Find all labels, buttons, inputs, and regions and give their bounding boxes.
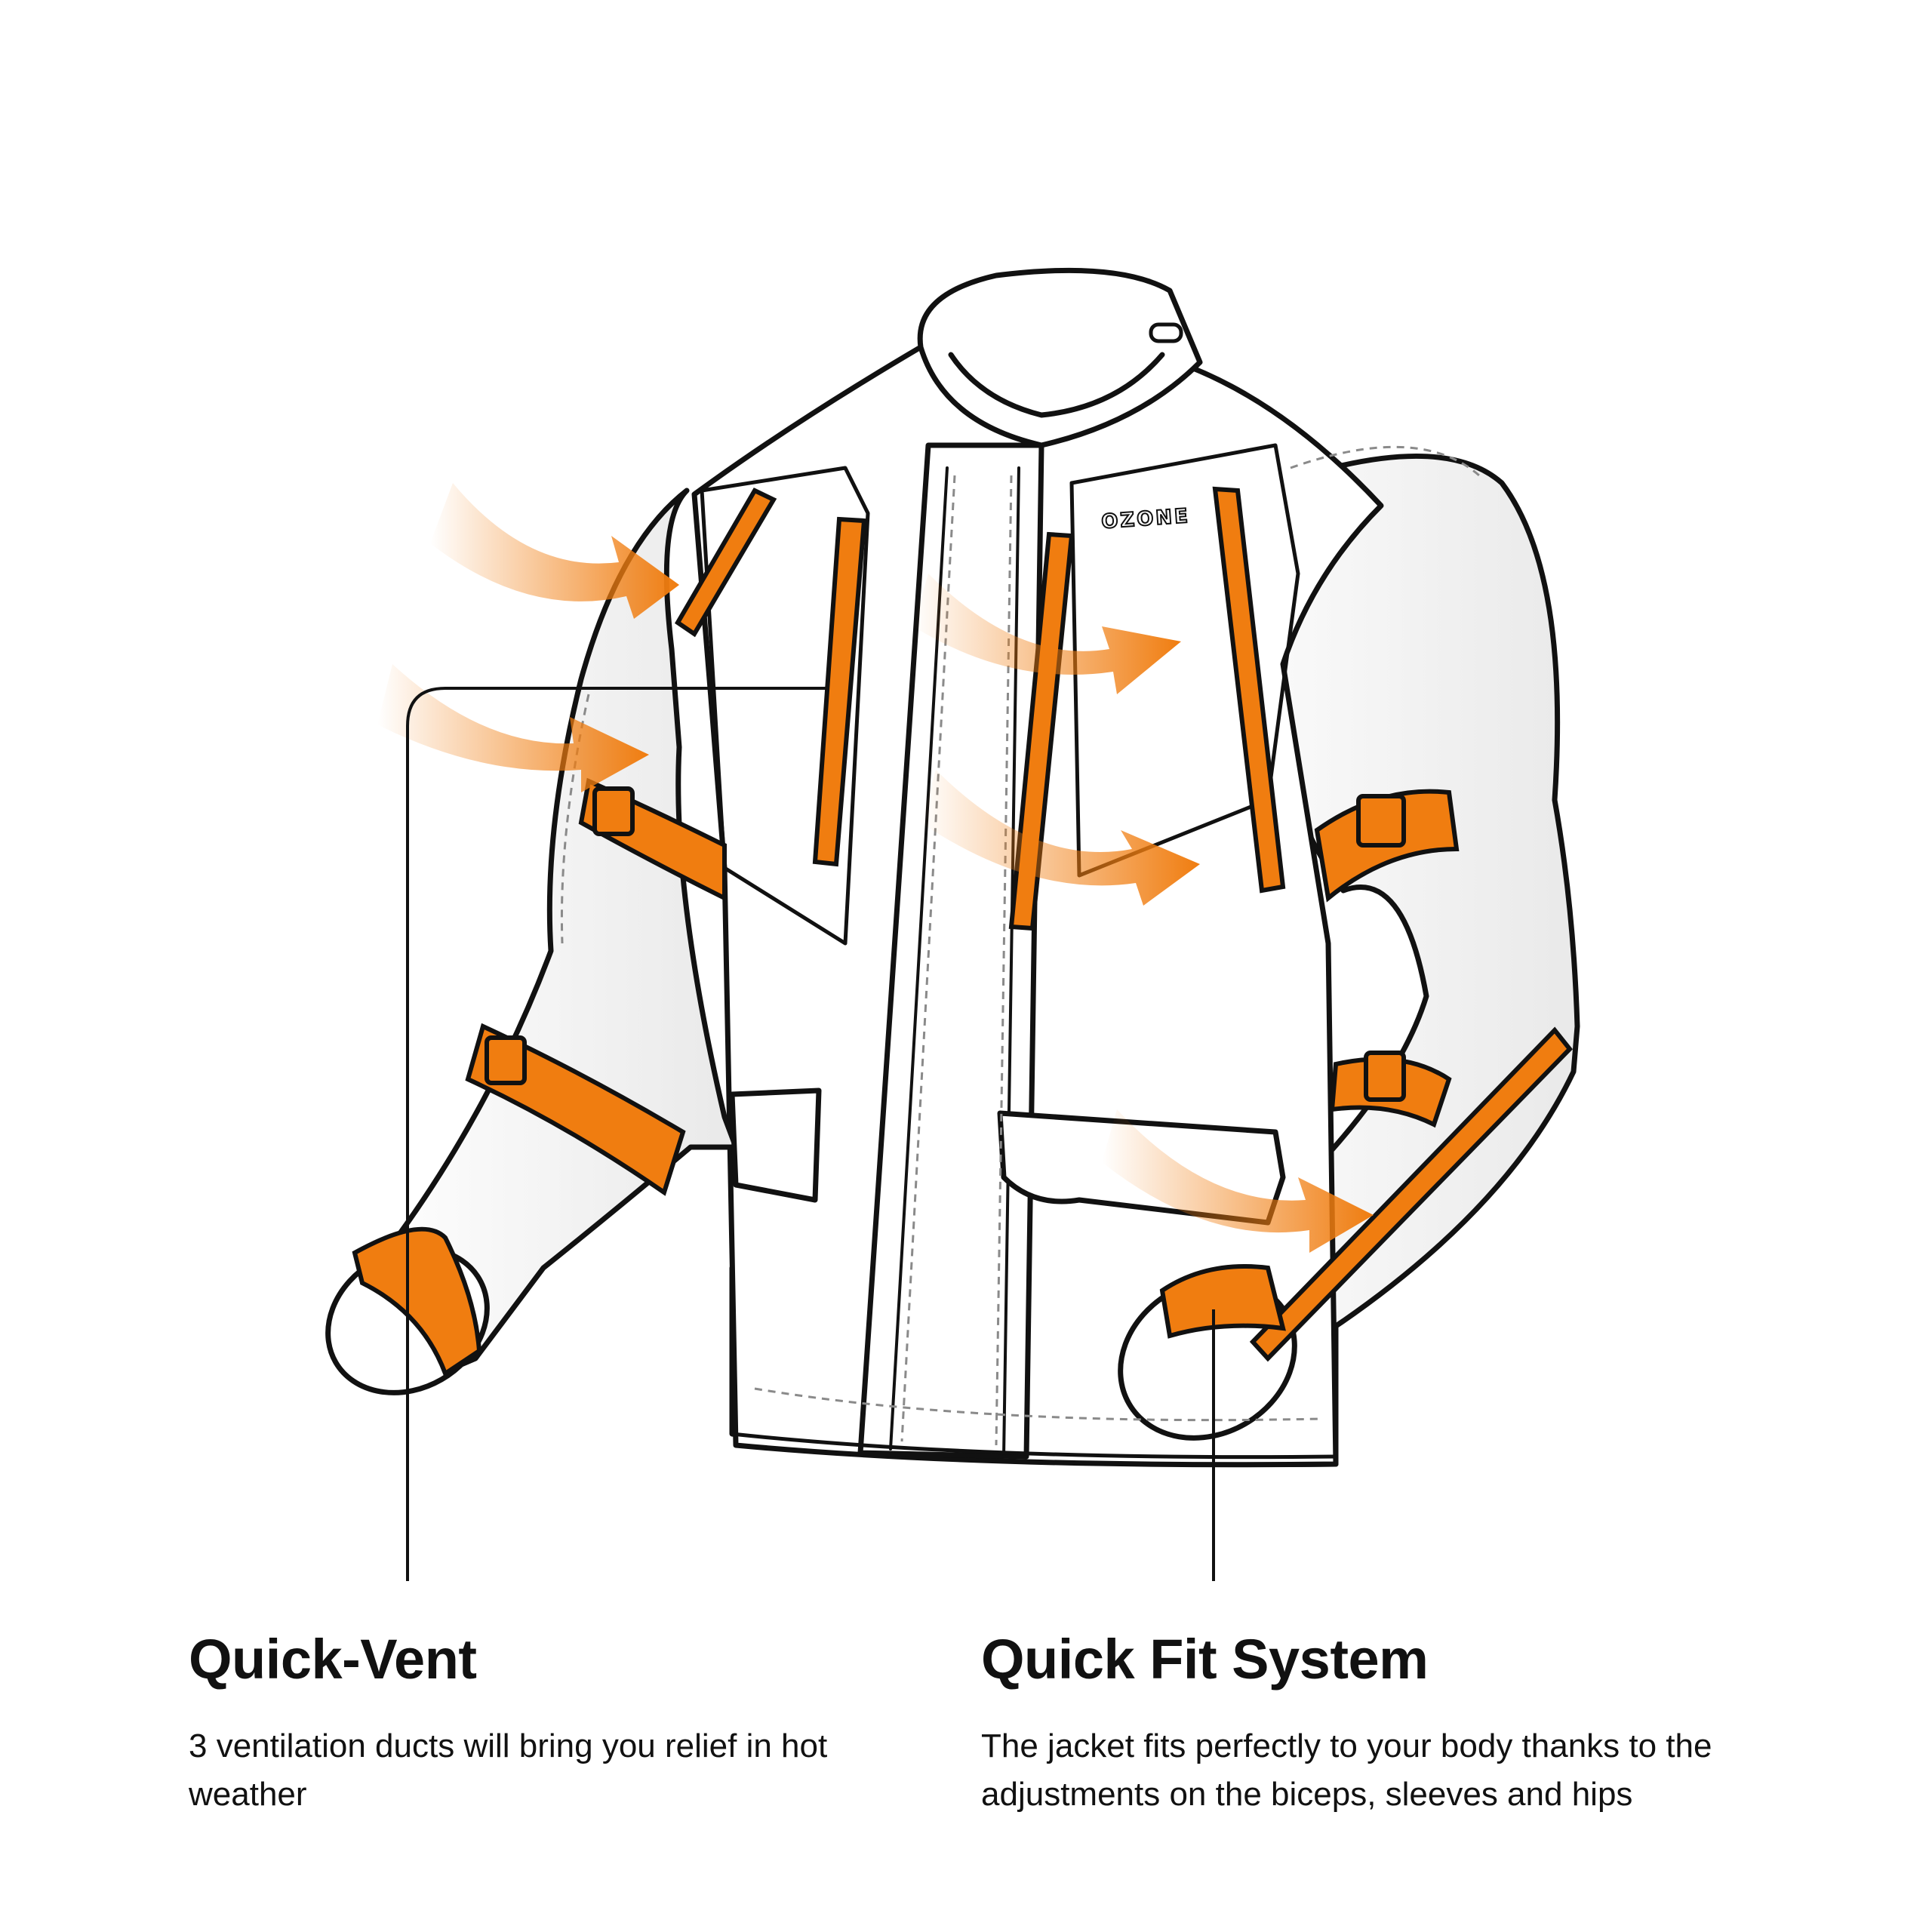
collar-front [948,352,1165,418]
placket-seam [1002,466,1020,1458]
cuff-band-left [352,1226,482,1377]
airflow-arrow [913,574,1181,694]
vent-zipper-2 [812,516,867,867]
feature-description: The jacket fits perfectly to your body t… [981,1727,1712,1814]
chest-yoke-left [700,466,870,946]
airflow-arrows [377,483,1374,1253]
collar-snap [1149,322,1183,343]
fit-straps [352,777,1460,1377]
left-pocket-flap [729,1088,822,1203]
feature-description: 3 ventilation ducts will bring you relie… [189,1727,828,1814]
collar [917,267,1203,448]
strap-buckle [1364,1051,1406,1102]
cuff-band-right [1159,1264,1286,1339]
airflow-arrow [377,664,649,792]
airflow-arrow [430,483,679,619]
jacket-illustration [325,267,1580,1468]
vents [675,486,1573,1362]
callout-line-quick-vent [406,687,826,1581]
feature-quick-vent: Quick-Vent 3 ventilation ducts will brin… [189,1630,868,1820]
stitching [560,445,1480,1446]
strap-buckle [592,786,635,836]
strap-buckle [1356,794,1406,848]
vent-zipper-1 [675,488,777,638]
feature-title: Quick-Vent [189,1628,477,1690]
airflow-arrow [1102,1109,1374,1253]
vent-zipper-3 [1008,531,1075,931]
feature-title: Quick Fit System [981,1628,1429,1690]
vent-zipper-4 [1212,486,1286,894]
callout-lines [406,687,1215,1581]
strap-buckle [485,1035,527,1085]
vent-zipper-sleeve [1249,1026,1573,1362]
chest-yoke-right [1069,443,1300,878]
airflow-arrow [921,770,1200,906]
feature-quick-fit-system: Quick Fit System The jacket fits perfect… [981,1630,1811,1820]
hem-line [730,1432,1338,1460]
